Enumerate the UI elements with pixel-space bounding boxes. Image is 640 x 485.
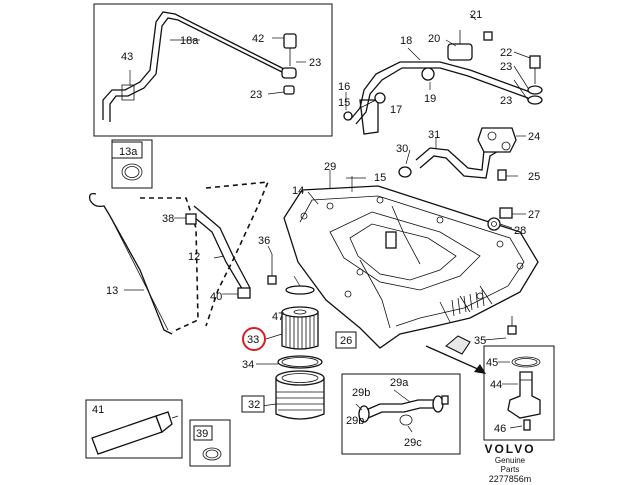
inset-breather-pipe — [93, 3, 333, 137]
callout-36: 36 — [258, 235, 270, 247]
callout-26: 26 — [340, 335, 352, 347]
callout-21: 21 — [470, 9, 482, 21]
callout-15: 15 — [338, 97, 350, 109]
box-13a — [111, 141, 143, 159]
dipstick — [88, 192, 173, 335]
callout-25: 25 — [528, 171, 540, 183]
hose-31-assembly — [398, 127, 526, 181]
brand-genuine: Genuine — [494, 456, 526, 465]
dipstick-tube — [140, 181, 270, 333]
bolt-35 — [483, 316, 517, 341]
callout-29b: 29b — [352, 387, 370, 399]
sealant-box-41 — [85, 399, 183, 459]
callout-40: 40 — [210, 291, 222, 303]
callout-23: 23 — [250, 89, 262, 101]
breather-hose-assembly — [343, 13, 543, 135]
inset-oil-pickup — [483, 345, 555, 441]
callout-30: 30 — [396, 143, 408, 155]
callout-12: 12 — [188, 251, 200, 263]
bolt-36 — [267, 245, 277, 285]
callout-34: 34 — [242, 359, 254, 371]
drain-plug — [487, 207, 526, 231]
callout-13a: 13a — [119, 146, 138, 158]
brand-parts: Parts — [500, 465, 520, 474]
callout-46: 46 — [494, 423, 506, 435]
diagram-code: 2277856m — [488, 474, 532, 484]
callout-35: 35 — [474, 335, 486, 347]
callout-43: 43 — [121, 51, 133, 63]
box-26 — [335, 331, 357, 349]
callout-31: 31 — [428, 129, 440, 141]
box-39 — [193, 425, 213, 441]
callout-arrow — [425, 345, 486, 374]
box-32 — [241, 395, 265, 413]
volvo-logo: VOLVO — [484, 442, 536, 456]
callout-13: 13 — [106, 285, 118, 297]
callout-15: 15 — [374, 172, 386, 184]
callout-29c: 29c — [404, 437, 422, 449]
volvo-brand-block: VOLVO Genuine Parts 2277856m — [470, 442, 550, 485]
callout-29: 29 — [324, 161, 336, 173]
callout-44: 44 — [490, 379, 502, 391]
callout-19: 19 — [424, 93, 436, 105]
callout-23: 23 — [500, 95, 512, 107]
callout-28: 28 — [514, 225, 526, 237]
callout-29a: 29a — [390, 377, 409, 389]
callout-23: 23 — [309, 57, 321, 69]
callout-33: 33 — [247, 334, 259, 346]
callout-42: 42 — [252, 33, 264, 45]
callout-38: 38 — [162, 213, 174, 225]
callout-labels: 18a 43 42 23 23 18 20 21 22 23 23 16 15 … — [92, 9, 540, 449]
callout-22: 22 — [500, 47, 512, 59]
callout-24: 24 — [528, 131, 540, 143]
callout-17: 17 — [390, 104, 402, 116]
callout-41: 41 — [92, 404, 104, 416]
callout-39: 39 — [196, 428, 208, 440]
callout-14: 14 — [292, 185, 304, 197]
callout-18a: 18a — [180, 35, 199, 47]
callout-27: 27 — [528, 209, 540, 221]
callout-23: 23 — [500, 61, 512, 73]
oil-pan — [283, 170, 539, 355]
callout-32: 32 — [248, 399, 260, 411]
callout-47: 47 — [272, 311, 284, 323]
callout-18: 18 — [400, 35, 412, 47]
callout-16: 16 — [338, 81, 350, 93]
oil-filter-assembly — [242, 275, 325, 420]
callout-45: 45 — [486, 357, 498, 369]
callout-29b: 29b — [346, 415, 364, 427]
callout-20: 20 — [428, 33, 440, 45]
inset-oil-pipe-29a — [341, 373, 461, 455]
